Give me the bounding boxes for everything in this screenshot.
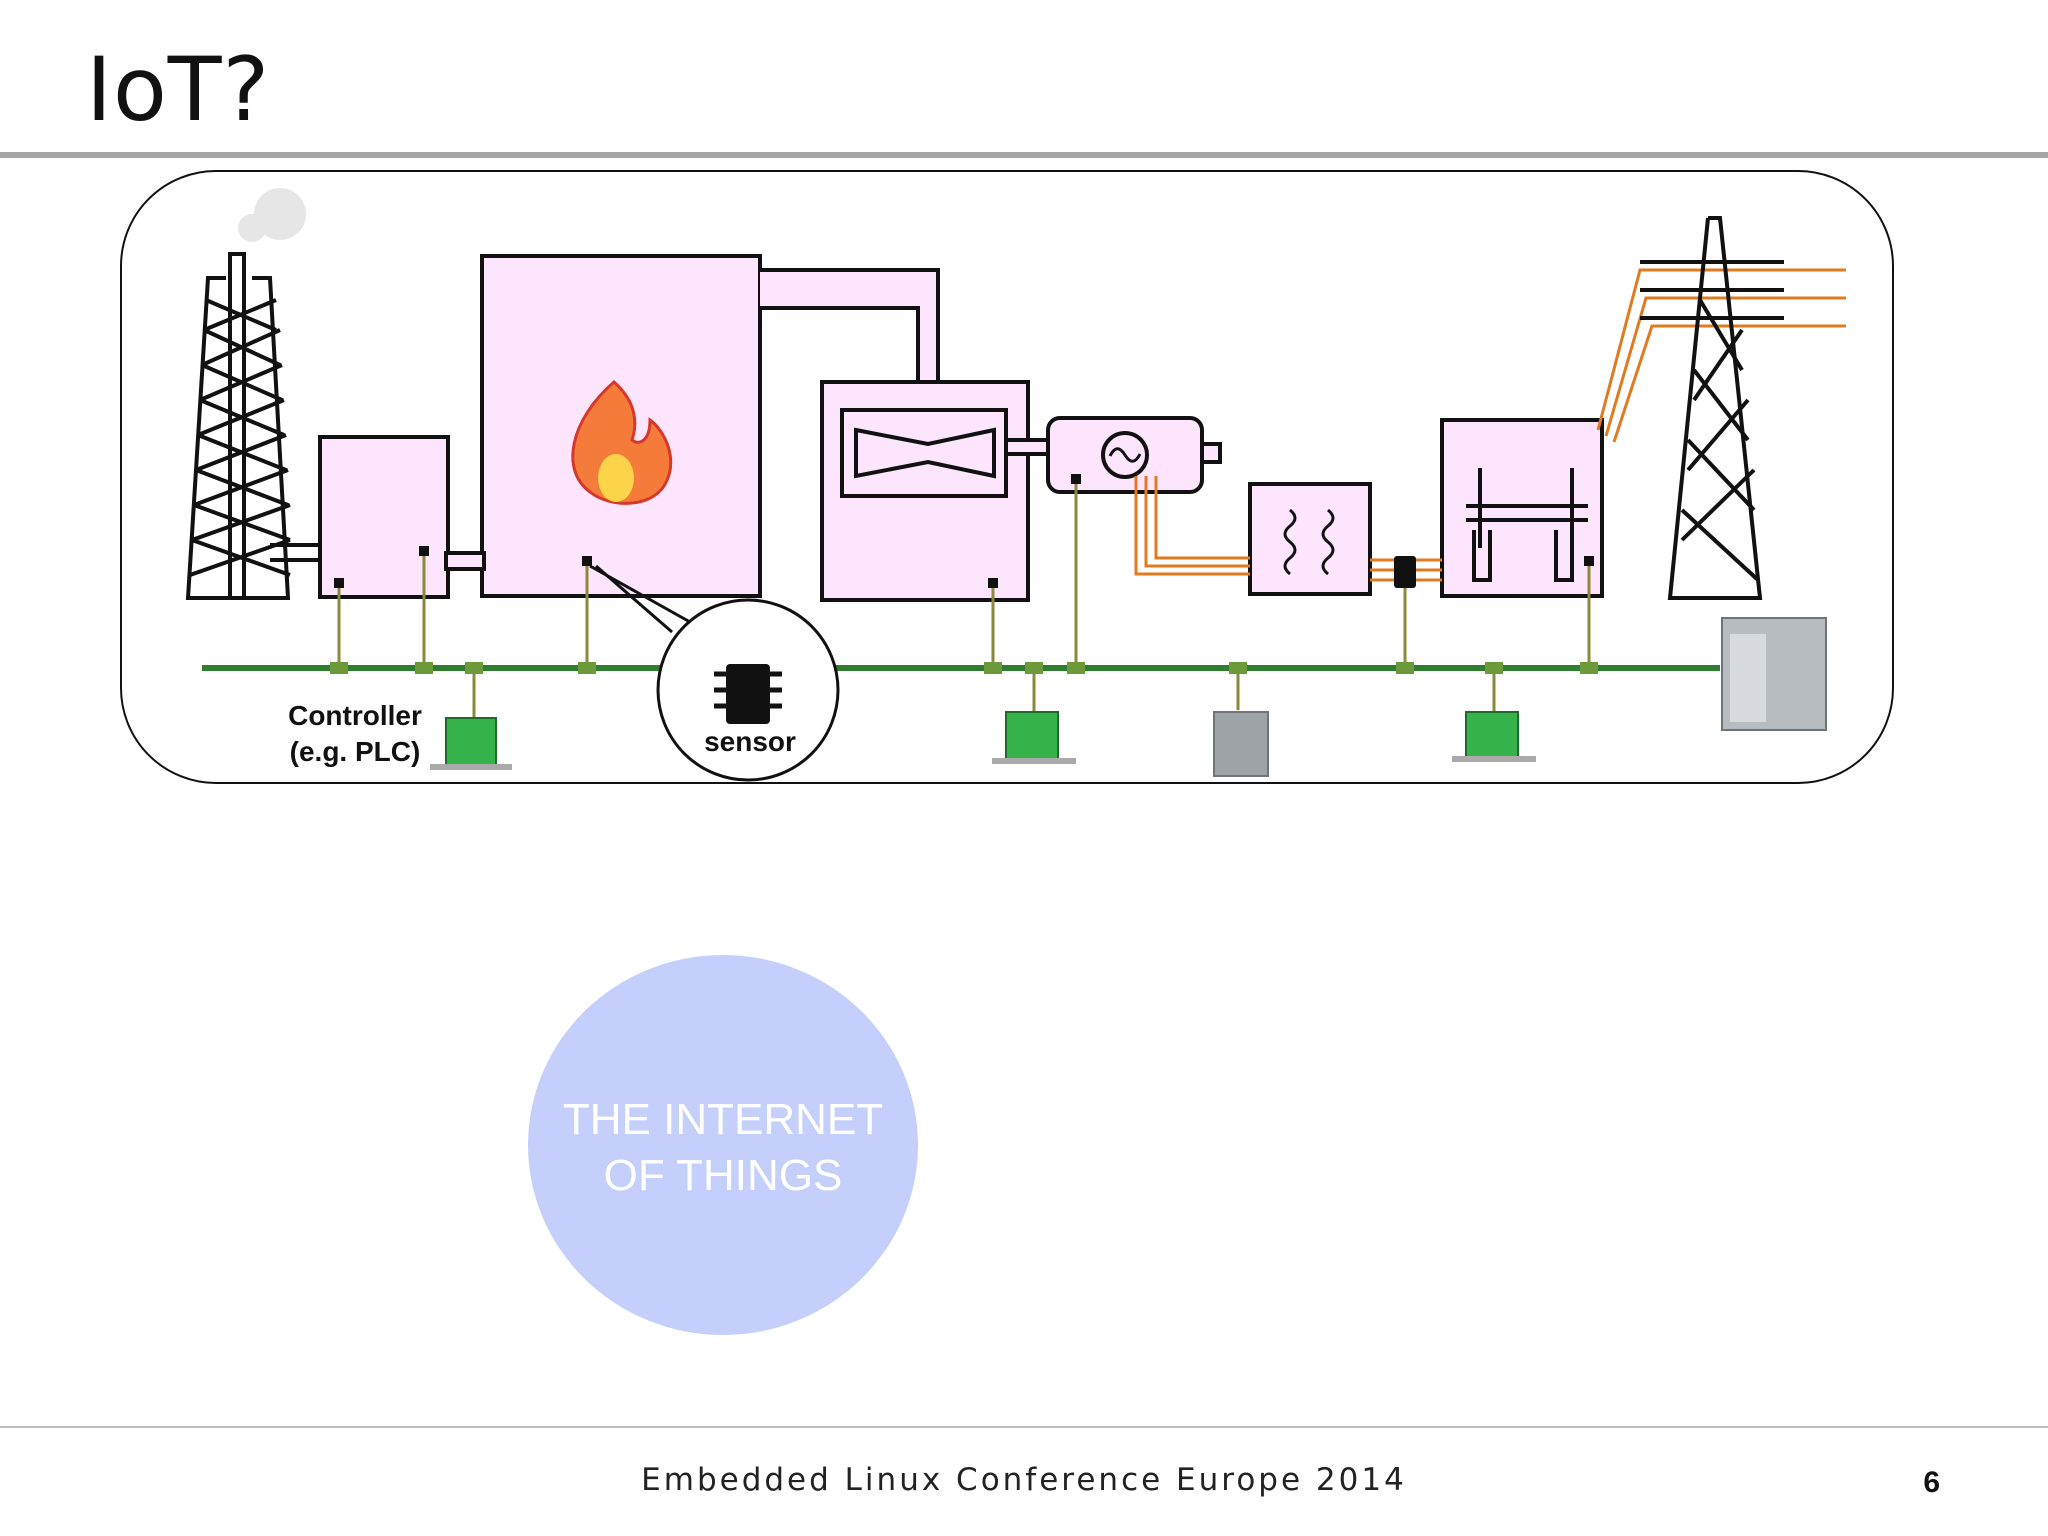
controller-label-line-2: (e.g. PLC) [289,736,421,767]
transformer-coil-icon [1283,508,1335,576]
sensor-chip-icon [726,664,770,724]
building-small [318,435,450,599]
server-icon [1213,617,1827,777]
footer-divider [0,1426,2048,1428]
chip-icon [1394,556,1416,588]
transformer [1248,482,1372,596]
footer-text: Embedded Linux Conference Europe 2014 [641,1462,1407,1498]
sensor-dots [334,474,1594,588]
controller-label-line-1: Controller [288,700,422,731]
page-number: 6 [1923,1466,1940,1499]
iot-callout-text: THE INTERNET OF THINGS [528,1092,918,1204]
fieldbus-line [202,662,1720,674]
flame-icon [571,380,673,505]
sensor-label: sensor [704,726,796,757]
sensor-callout [589,564,840,782]
power-plant-diagram [185,188,1846,782]
chimney-tower-icon [185,252,291,600]
controller-board-icon [430,711,1536,770]
sine-wave-icon [1101,431,1149,479]
iot-callout-line-1: THE INTERNET [562,1095,884,1144]
smoke-cloud-icon [238,188,306,242]
iot-circle [528,955,918,1335]
title-divider [0,152,2048,158]
slide-title: IoT? [86,38,271,141]
controller-label: Controller (e.g. PLC) [270,698,440,770]
iot-callout-line-2: OF THINGS [603,1151,843,1200]
plant-buildings [270,254,1604,602]
transmission-tower-icon [1640,216,1784,600]
sensor-drop-lines [337,484,1591,718]
